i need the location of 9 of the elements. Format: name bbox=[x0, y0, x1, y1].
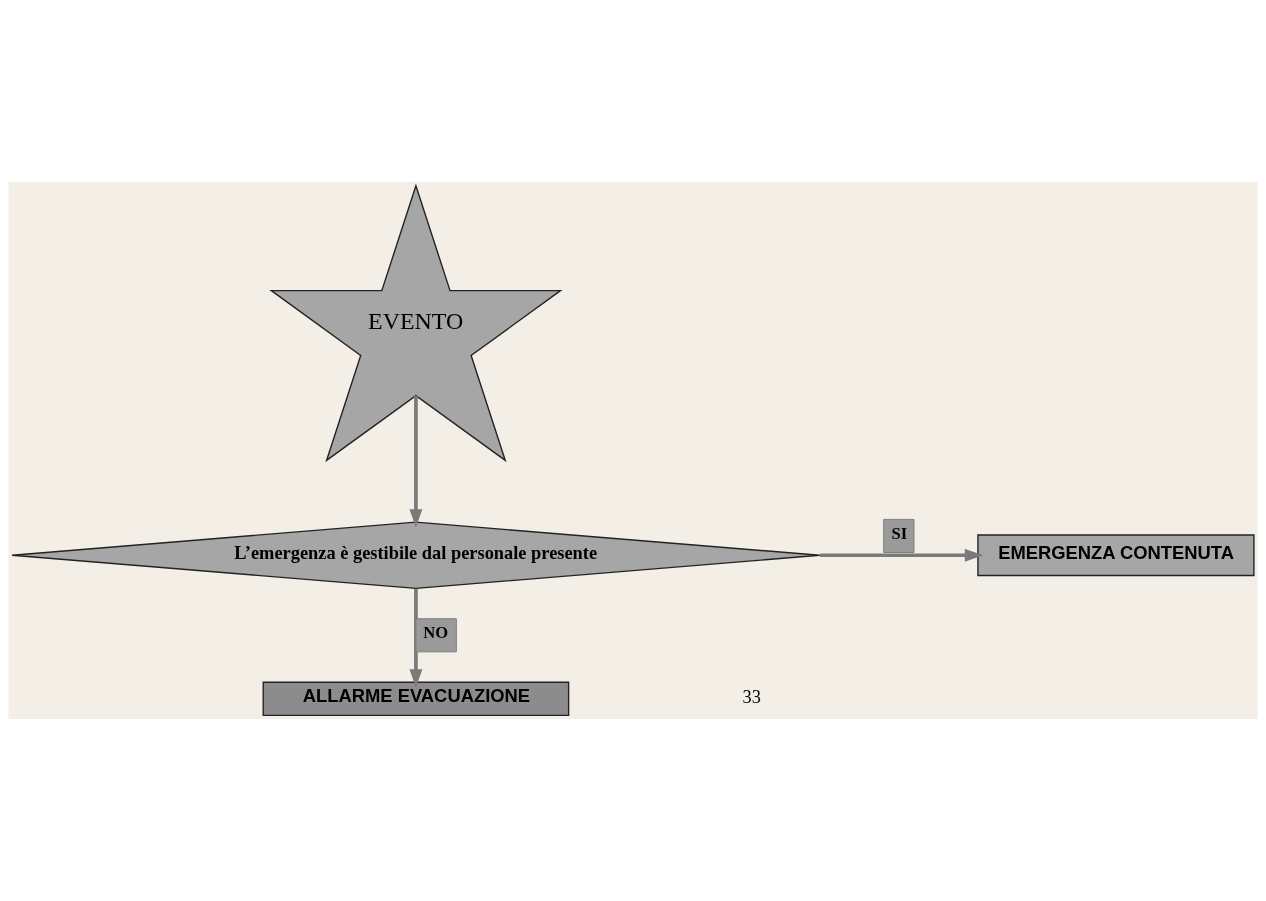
edge-label: NO bbox=[423, 623, 449, 643]
edge-label: SI bbox=[891, 524, 908, 544]
node-box: ALLARME EVACUAZIONE bbox=[262, 681, 570, 716]
arrow bbox=[819, 548, 984, 562]
node-box: EMERGENZA CONTENUTA bbox=[977, 534, 1255, 577]
node-diamond: L’emergenza è gestibile dal personale presente bbox=[11, 521, 821, 590]
label: 33 bbox=[742, 687, 761, 708]
arrow bbox=[409, 588, 423, 688]
arrow bbox=[409, 395, 423, 528]
